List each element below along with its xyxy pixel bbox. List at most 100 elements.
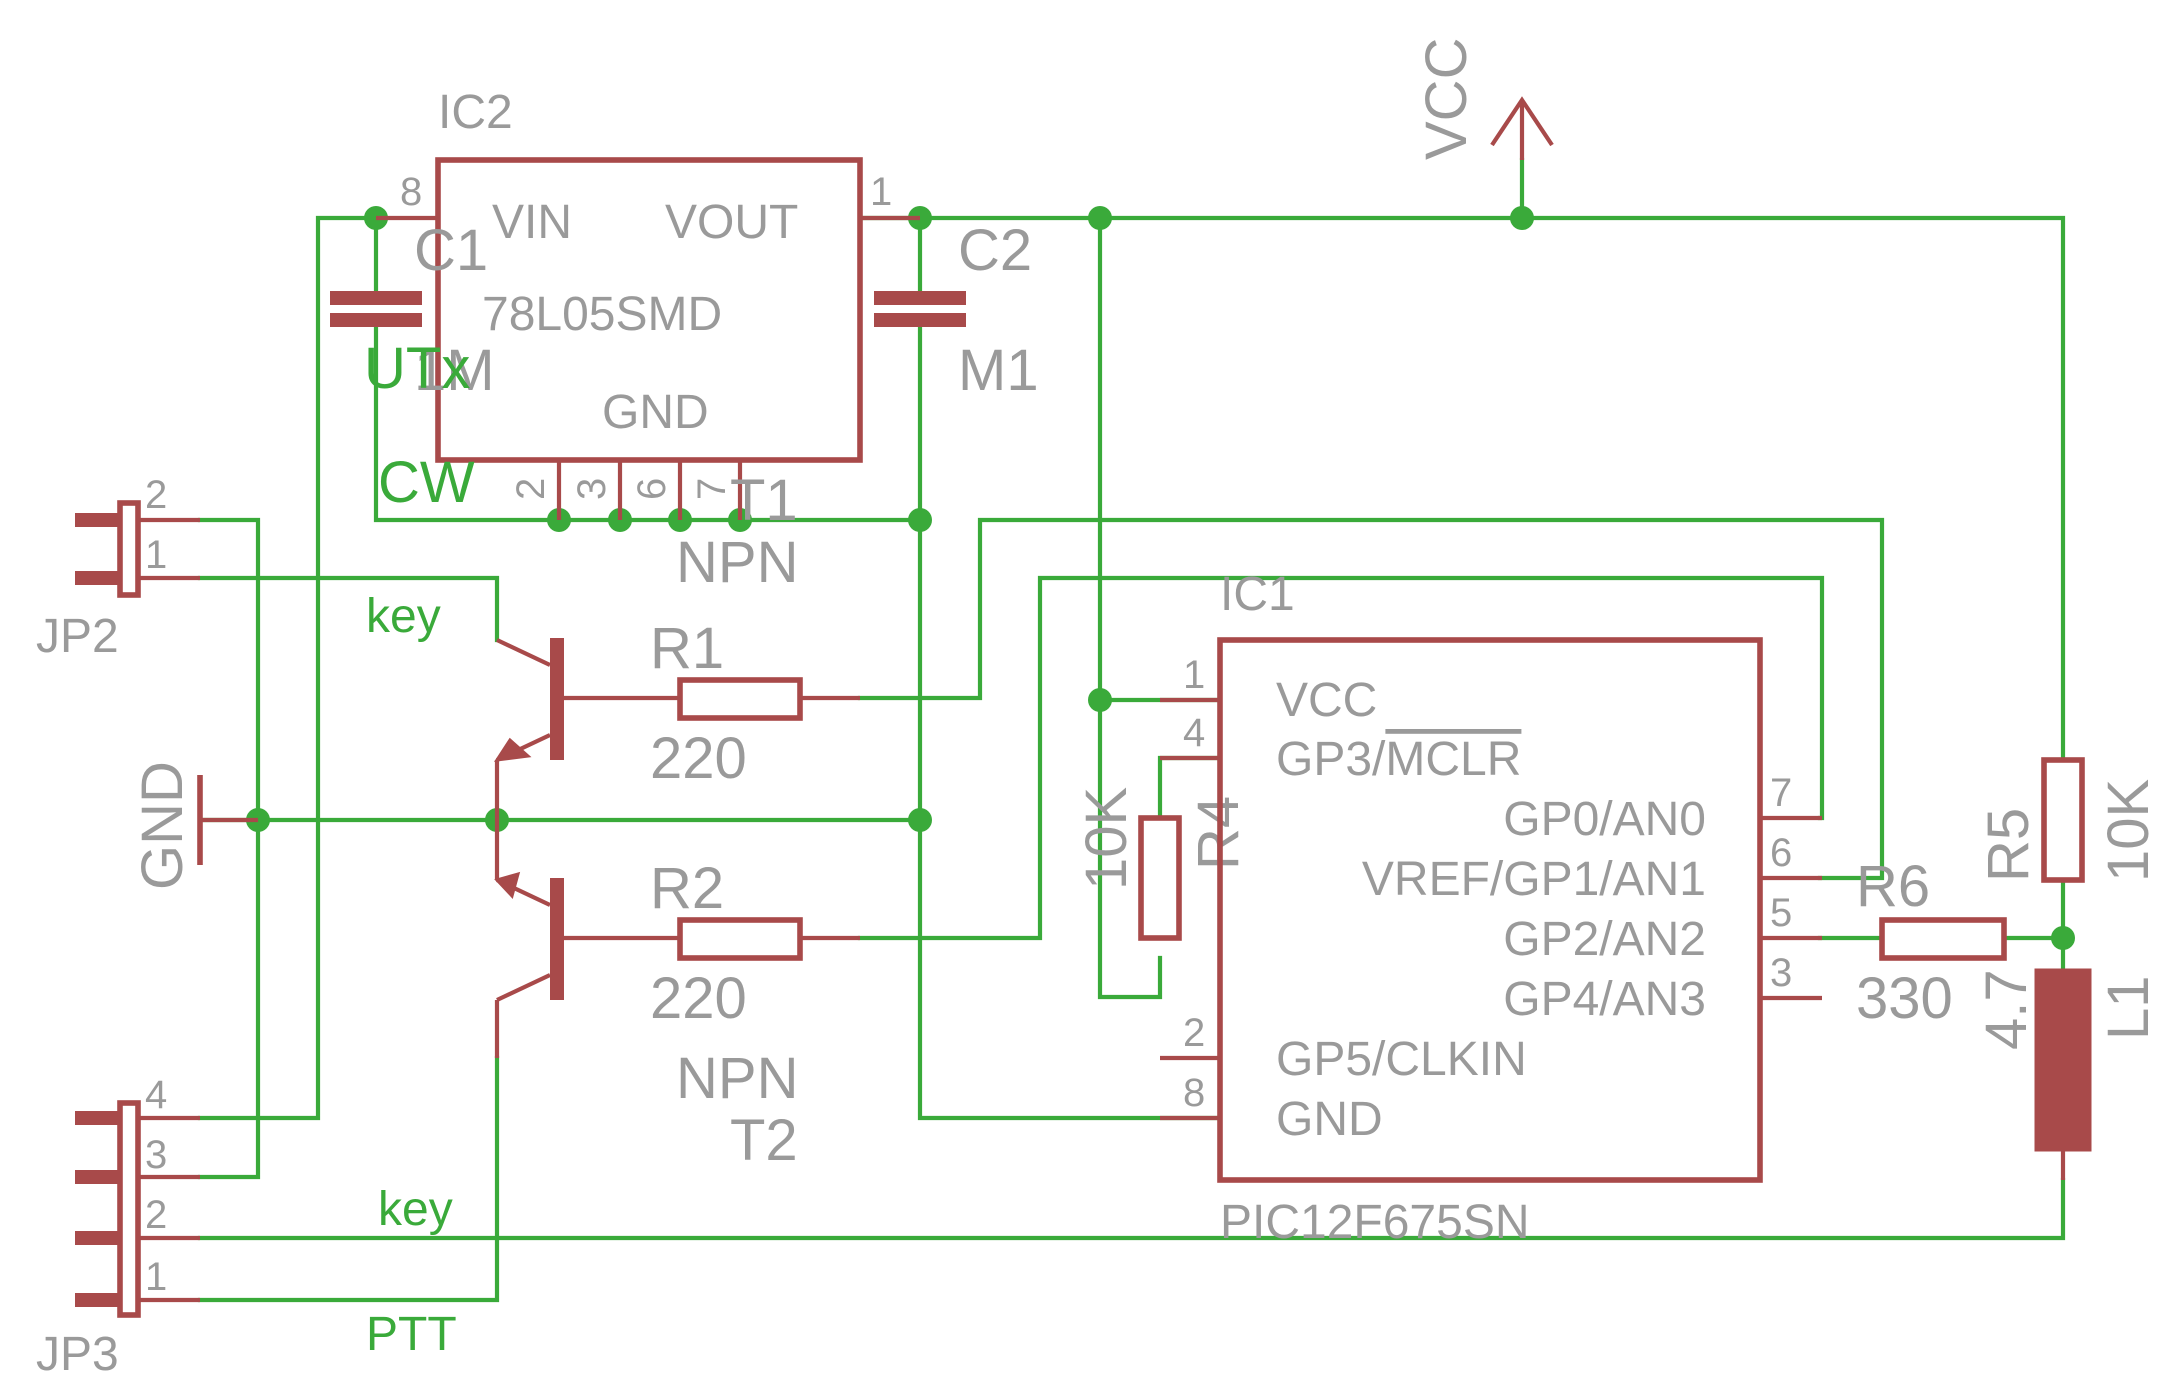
r1-name: R1 — [650, 616, 724, 681]
gnd-label: GND — [130, 761, 195, 890]
ic1-gp2-label: GP2/AN2 — [1503, 913, 1706, 966]
t1-name: T1 — [730, 468, 798, 533]
inductor-l1: 4.7 L1 — [1974, 968, 2161, 1180]
wire-r1-gp1 — [857, 517, 1885, 881]
net-labels: UTx CW key key PTT — [364, 336, 475, 1361]
junction-dot — [2051, 926, 2075, 950]
t1-collector — [496, 638, 551, 667]
ic2-body — [435, 157, 863, 463]
r1-value: 220 — [650, 726, 747, 791]
ic2-value: 78L05SMD — [482, 288, 722, 341]
net-label-ptt: PTT — [366, 1308, 457, 1361]
transistor-t2: NPN T2 — [494, 820, 798, 1173]
ic1-gp3-overbar: MCLR — [1385, 733, 1521, 786]
ic1-pic: IC1 PIC12F675SN VCC GP3/MCLR GP0/AN0 VRE… — [1160, 568, 1822, 1249]
ic1-pin2: 2 — [1183, 1011, 1205, 1055]
r2-value: 220 — [650, 966, 747, 1031]
ic1-gp3-prefix: GP3/ — [1276, 733, 1386, 786]
jp2-body — [117, 500, 141, 598]
vcc-label: VCC — [1414, 38, 1479, 160]
r6-body — [1879, 917, 2007, 961]
r2-body — [677, 917, 803, 961]
r6-name: R6 — [1856, 854, 1930, 919]
ic2-regulator: IC2 VIN VOUT 78L05SMD GND 8 1 2 3 6 7 — [376, 86, 920, 520]
t1-type: NPN — [676, 530, 798, 595]
ic1-gp3-label: GP3/MCLR — [1276, 733, 1521, 786]
vcc-arrow-icon — [1490, 96, 1554, 147]
net-label-utx: UTx — [364, 336, 470, 401]
wire-vcc-rail — [860, 215, 2066, 763]
wire-jp2-1 — [197, 575, 500, 643]
t2-type: NPN — [676, 1046, 798, 1111]
transistor-t1: T1 NPN — [493, 468, 798, 820]
ic2-pin7: 7 — [690, 478, 734, 500]
ic1-gp5-label: GP5/CLKIN — [1276, 1033, 1527, 1086]
r5-value: 10K — [2096, 778, 2161, 882]
ic1-name: IC1 — [1220, 568, 1295, 621]
l1-value: 4.7 — [1974, 969, 2039, 1050]
t2-name: T2 — [730, 1108, 798, 1173]
jp3-pin3: 3 — [145, 1133, 167, 1177]
c1-name: C1 — [414, 218, 488, 283]
r6-value: 330 — [1856, 966, 1953, 1031]
c1-value: 1M — [414, 338, 495, 403]
ic1-pin6: 6 — [1770, 831, 1792, 875]
r4-body — [1138, 815, 1182, 941]
r5-body — [2041, 757, 2085, 883]
r4-value: 10K — [1074, 786, 1139, 890]
resistor-r2: R2 220 — [650, 856, 860, 1031]
ic1-pin1: 1 — [1183, 653, 1205, 697]
ic1-pin5: 5 — [1770, 891, 1792, 935]
junction-dot — [1088, 206, 1112, 230]
ic2-pin2: 2 — [509, 478, 553, 500]
r2-name: R2 — [650, 856, 724, 921]
ic1-pin7: 7 — [1770, 771, 1792, 815]
wire-t2-ptt — [197, 1055, 500, 1303]
ic2-gnd-label: GND — [602, 386, 709, 439]
t2-collector — [496, 973, 551, 1002]
capacitor-c2: C2 M1 — [874, 218, 1039, 403]
resistor-r1: R1 220 — [650, 616, 860, 791]
ic1-gp1-label: VREF/GP1/AN1 — [1362, 853, 1706, 906]
jp3-pin2: 2 — [145, 1193, 167, 1237]
jp2-name: JP2 — [36, 610, 119, 663]
capacitor-c1: C1 1M — [330, 218, 495, 403]
t1-emitter-arrow-icon — [493, 737, 532, 762]
ic1-gp0-label: GP0/AN0 — [1503, 793, 1706, 846]
wire-vin — [197, 215, 379, 1121]
jp3-pin1: 1 — [145, 1255, 167, 1299]
resistor-r6: R6 330 — [1856, 854, 2007, 1031]
r5-name: R5 — [1976, 808, 2041, 882]
c2-value: M1 — [958, 338, 1039, 403]
ic2-pin8: 8 — [400, 170, 422, 214]
ic1-gnd-label: GND — [1276, 1093, 1383, 1146]
t2-emitter-arrow-icon — [494, 871, 521, 899]
r1-body — [677, 677, 803, 721]
ic1-pin4: 4 — [1183, 711, 1205, 755]
c2-name: C2 — [958, 218, 1032, 283]
l1-body — [2034, 968, 2092, 1152]
ic2-vin-label: VIN — [492, 196, 572, 249]
junction-dot — [1510, 206, 1534, 230]
jp2-pin1: 1 — [145, 533, 167, 577]
jp2-pin2: 2 — [145, 473, 167, 517]
wire-c2-gnd — [917, 323, 1223, 1121]
jp3-pin4: 4 — [145, 1073, 167, 1117]
junction-dot — [908, 508, 932, 532]
ic1-pin8: 8 — [1183, 1071, 1205, 1115]
jp3-name: JP3 — [36, 1328, 119, 1381]
ic2-vout-label: VOUT — [665, 196, 798, 249]
junction-dot — [1088, 688, 1112, 712]
connector-jp3: 4 3 2 1 JP3 — [36, 1073, 200, 1381]
ic2-pin3: 3 — [570, 478, 614, 500]
l1-name: L1 — [2096, 975, 2161, 1040]
ic1-vcc-label: VCC — [1276, 674, 1377, 727]
ic1-pin3: 3 — [1770, 951, 1792, 995]
wire-jp2-2 — [197, 517, 261, 1180]
resistor-r5: R5 10K — [1976, 757, 2161, 883]
wires — [197, 157, 2066, 1303]
net-label-key-lower: key — [378, 1183, 453, 1236]
net-label-cw: CW — [378, 450, 475, 515]
gnd-supply: GND — [130, 761, 258, 890]
